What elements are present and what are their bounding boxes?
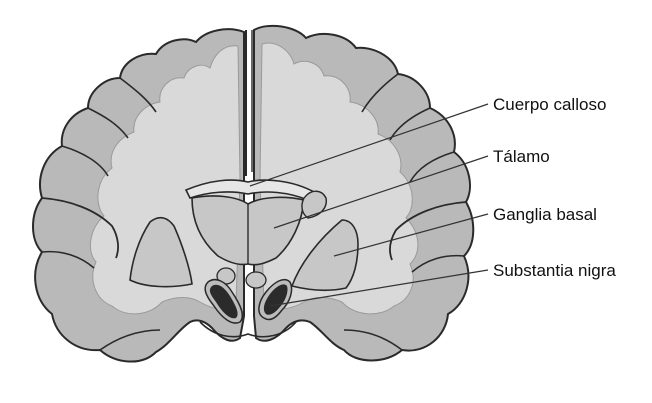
label-cuerpo-calloso: Cuerpo calloso	[493, 95, 606, 114]
label-ganglia-basal: Ganglia basal	[493, 205, 597, 224]
red-nucleus-right	[246, 272, 266, 288]
label-substantia-nigra: Substantia nigra	[493, 261, 616, 280]
label-talamo: Tálamo	[493, 147, 550, 166]
